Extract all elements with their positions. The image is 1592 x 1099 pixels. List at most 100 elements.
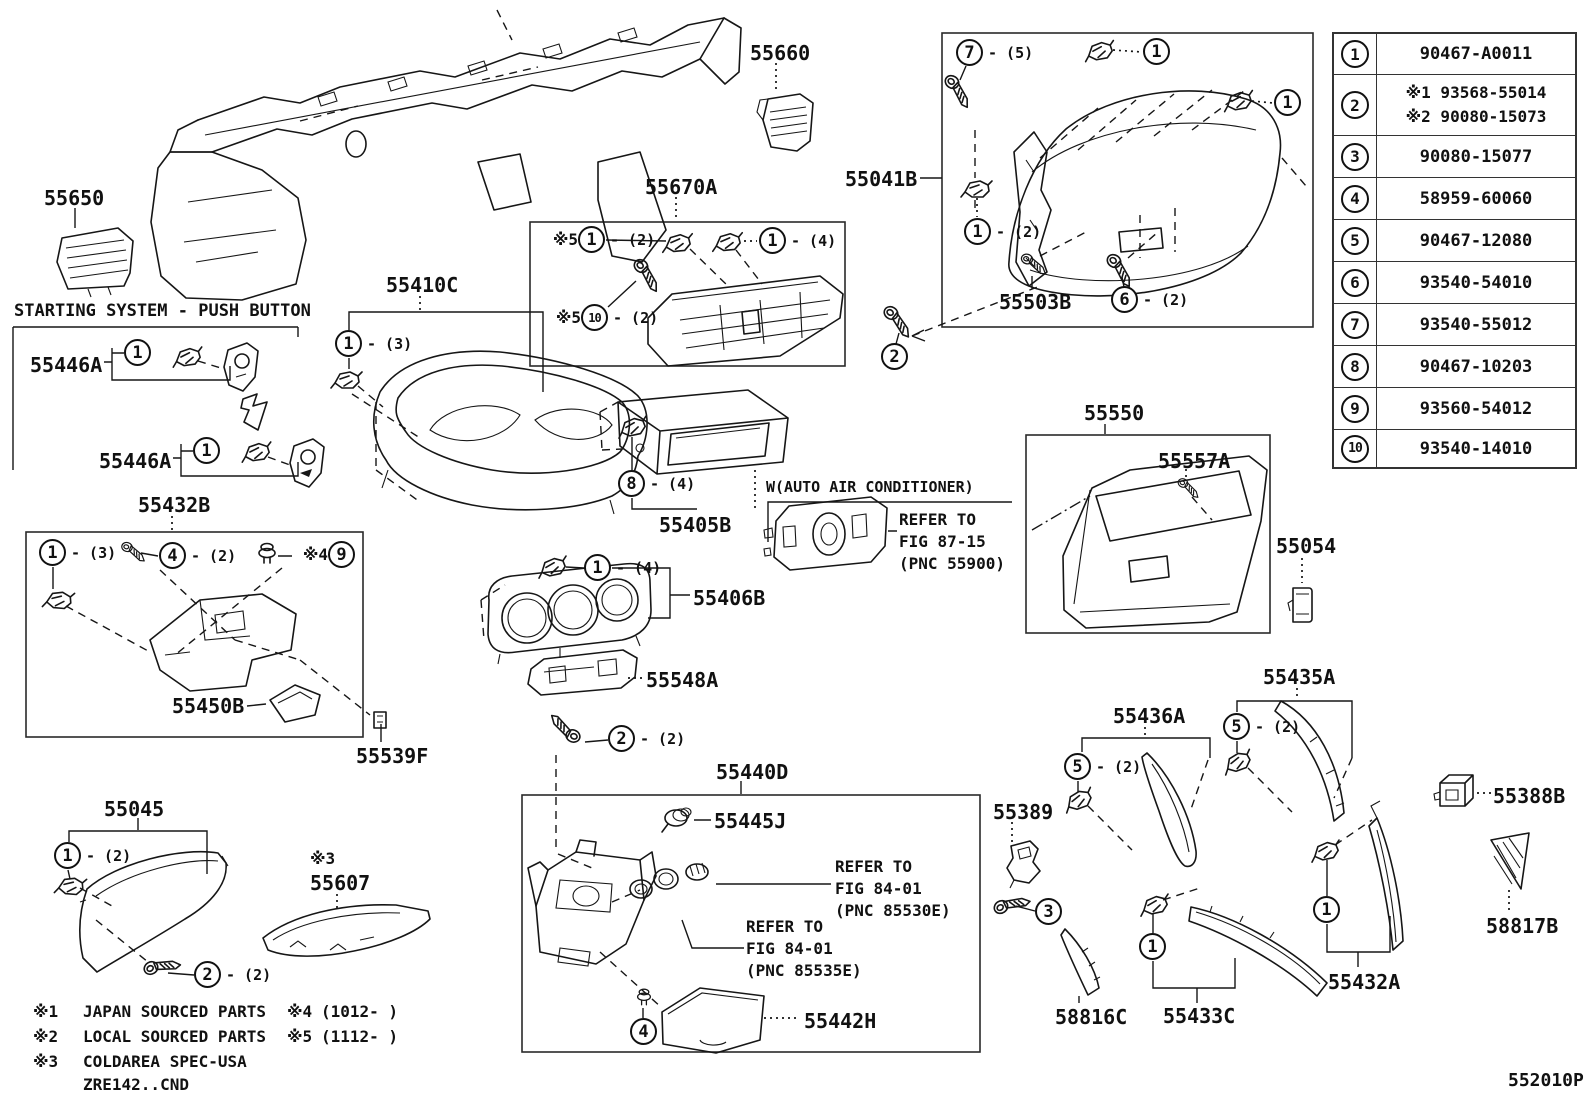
art-pillar-garnish-55435A [1274, 700, 1345, 822]
art-knee-panel-55045 [79, 850, 229, 973]
refer-fig-84-01-a: REFER TO FIG 84-01 (PNC 85530E) [835, 856, 951, 922]
part-label-55440D: 55440D [716, 760, 789, 784]
callout-qty: - (2) [191, 546, 237, 565]
spec-mark: ※4 [302, 545, 328, 564]
part-label-55054: 55054 [1276, 534, 1337, 558]
clip-icon [960, 180, 993, 198]
refer-line: REFER TO [835, 857, 913, 876]
legend-row: ZRE142..CND [33, 1075, 189, 1094]
part-label-55548A: 55548A [646, 668, 719, 692]
part-number: ※2 90080-15073 [1405, 107, 1547, 126]
art-console-panel-55432B [149, 593, 387, 729]
callout-number: 1 [1274, 89, 1301, 116]
callout-qty: - (2) [613, 308, 659, 327]
callout-qty: - (2) [1096, 757, 1142, 776]
callout-number: 1 [54, 842, 81, 869]
callout: 1 [193, 437, 220, 464]
legend-text: (1112- ) [321, 1027, 399, 1046]
auto-ac-heading: W(AUTO AIR CONDITIONER) [766, 478, 974, 496]
callout-number: 1 [39, 539, 66, 566]
callout-number: 7 [956, 39, 983, 66]
figure-code: 552010P [1508, 1070, 1584, 1091]
callout: 8- (4) [618, 470, 695, 497]
part-label-55450B: 55450B [172, 694, 245, 718]
callout-qty: - (5) [988, 43, 1034, 62]
refer-line: REFER TO [746, 917, 824, 936]
part-label-55503B: 55503B [999, 290, 1072, 314]
part-label-55442H: 55442H [804, 1009, 877, 1033]
callout: 1 [1139, 933, 1166, 960]
part-label-55436A: 55436A [1113, 704, 1186, 728]
callout: 4 [630, 1018, 657, 1045]
screw-icon [991, 885, 1032, 923]
callout: 1- (3) [335, 330, 412, 357]
part-label-55389: 55389 [993, 800, 1054, 824]
callout-qty: - (2) [226, 965, 272, 984]
part-label-55670A: 55670A [645, 175, 718, 199]
clip-icon [1136, 893, 1173, 917]
screw-icon [627, 256, 668, 293]
part-label-55435A: 55435A [1263, 665, 1336, 689]
screw-icon [141, 948, 182, 984]
part-number: 90467-10203 [1419, 356, 1533, 377]
part-label-55557A: 55557A [1158, 449, 1231, 473]
callout: 1- (2) [578, 226, 655, 253]
row-callout-number: 5 [1341, 226, 1369, 255]
callout: 1 [1274, 89, 1301, 116]
legend-mark: ※5 [287, 1027, 313, 1046]
art-glovebox-tray-55550 [1062, 455, 1268, 629]
refer-fig-87-15: REFER TO FIG 87-15 (PNC 55900) [899, 509, 1005, 575]
refer-fig-84-01-b: REFER TO FIG 84-01 (PNC 85535E) [746, 916, 862, 982]
callout-number: 1 [578, 226, 605, 253]
part-label-55650: 55650 [44, 186, 105, 210]
part-label-55446A-1: 55446A [30, 353, 103, 377]
callout-number: 1 [1143, 38, 1170, 65]
part-label-55041B: 55041B [845, 167, 918, 191]
callout: 1- (4) [759, 227, 836, 254]
screw-icon [1100, 251, 1141, 288]
group-boxes [12, 32, 1314, 1053]
callout-number: 4 [159, 542, 186, 569]
callout: 1 [1313, 896, 1340, 923]
part-label-58817B: 58817B [1486, 914, 1559, 938]
callout: 1- (4) [584, 554, 661, 581]
callout: 2 [881, 343, 908, 370]
callout: 10- (2) [581, 304, 658, 331]
part-label-55539F: 55539F [356, 744, 429, 768]
art-side-vent-55660 [756, 93, 814, 152]
callout: 6- (2) [1111, 286, 1188, 313]
legend-text: COLDAREA SPEC-USA [83, 1052, 247, 1071]
refer-line: FIG 84-01 [835, 879, 922, 898]
row-callout-number: 8 [1341, 352, 1369, 381]
callout: 2 - (2) [194, 961, 271, 988]
callout-number: 2 [194, 961, 221, 988]
part-number: 93540-14010 [1419, 438, 1533, 459]
callout-number: 9 [328, 541, 355, 568]
callout: 4 - (2) [159, 542, 236, 569]
callout: 2- (2) [608, 725, 685, 752]
callout-number: 1 [1313, 896, 1340, 923]
art-cowl-trim-58816C [1060, 928, 1101, 996]
part-label-55410C: 55410C [386, 273, 459, 297]
part-label-58816C: 58816C [1055, 1005, 1128, 1029]
part-label-55660: 55660 [750, 41, 811, 65]
part-label-55432B: 55432B [138, 493, 211, 517]
leader-lines [52, 65, 1391, 1018]
spec-mark: ※3 [310, 849, 336, 868]
part-label-55433C: 55433C [1163, 1004, 1236, 1028]
art-sill-garnish-55433C [1188, 905, 1328, 997]
art-instrument-panel-frame [150, 17, 742, 301]
refer-line: (PNC 85530E) [835, 901, 951, 920]
part-number: 90080-15077 [1419, 146, 1533, 167]
part-number: 58959-60060 [1419, 188, 1533, 209]
screw-icon [118, 540, 149, 563]
art-ac-amplifier-panel [763, 496, 888, 571]
clip-icon [170, 346, 205, 368]
art-lower-trim-55548A [527, 649, 638, 696]
